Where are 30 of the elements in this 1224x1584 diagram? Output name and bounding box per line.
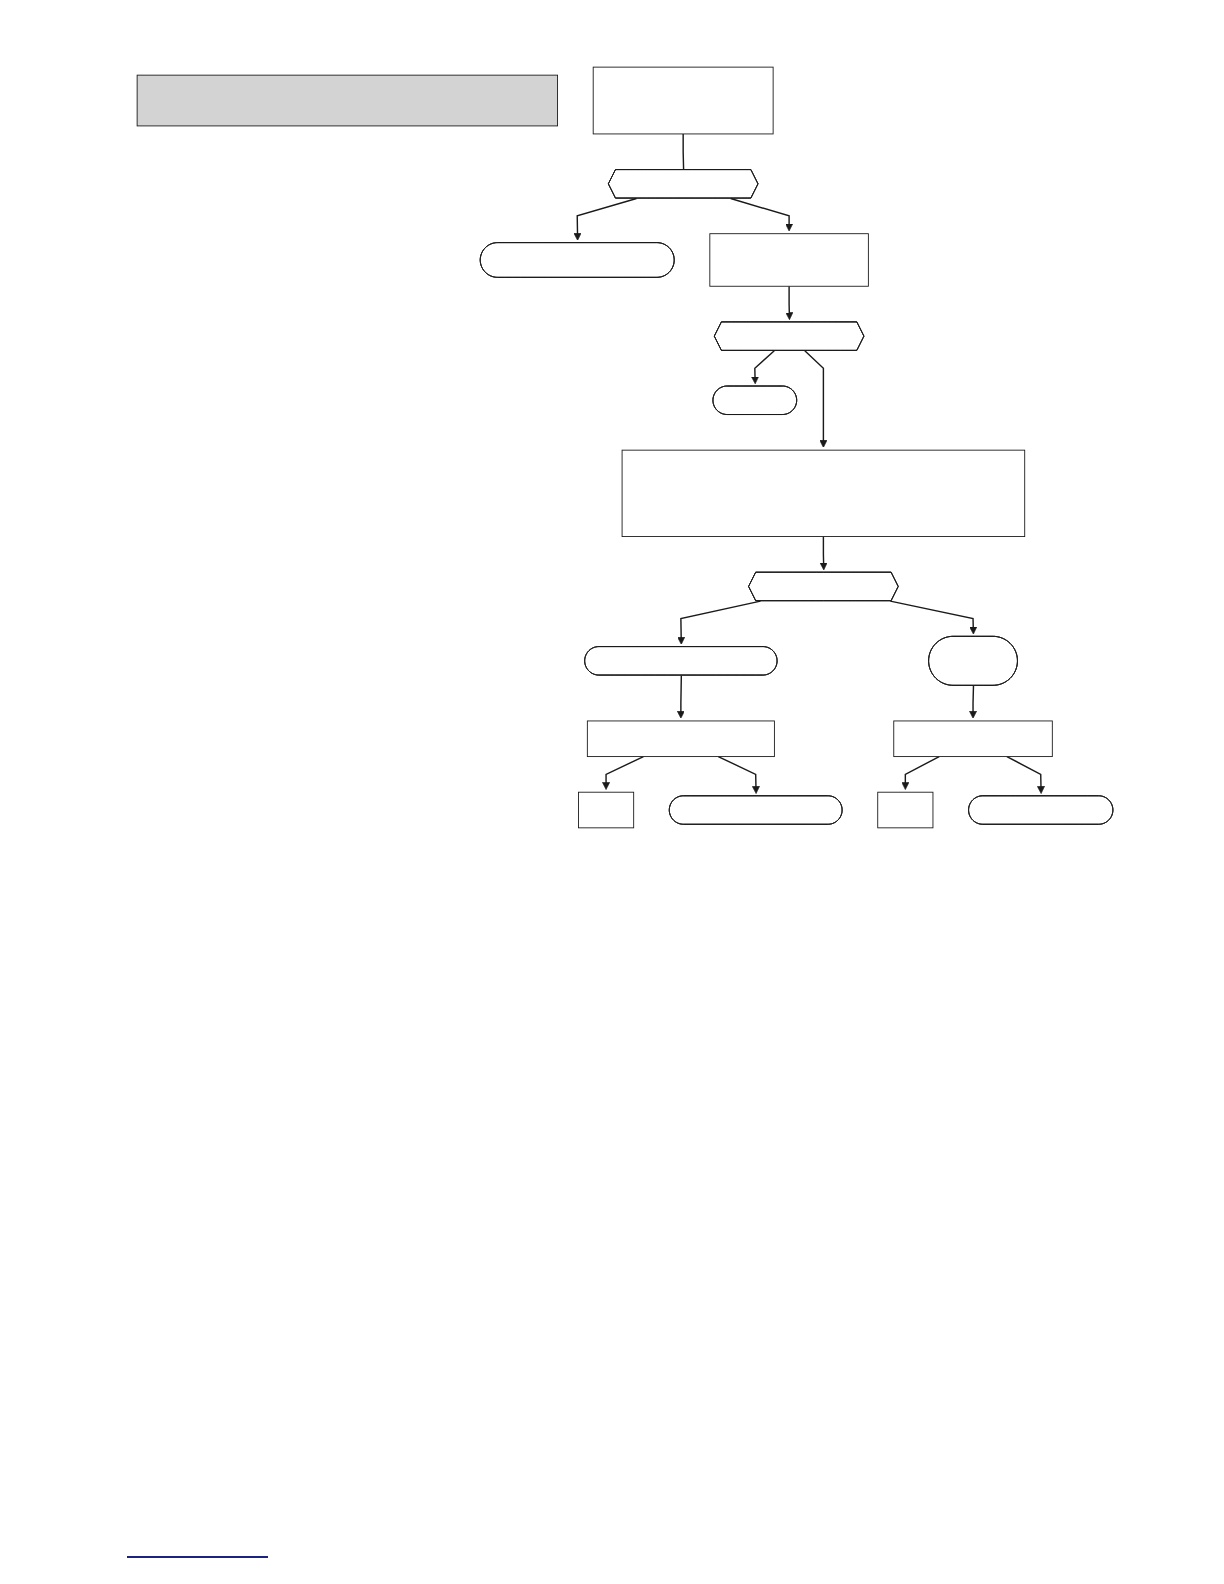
process-box xyxy=(877,791,934,829)
process-box xyxy=(893,720,1053,758)
arrow xyxy=(751,350,776,385)
arrow xyxy=(819,535,828,571)
arrow xyxy=(969,685,977,719)
process-box xyxy=(709,233,869,287)
terminal-pill xyxy=(584,646,778,676)
terminal-pill xyxy=(712,385,798,415)
arrow xyxy=(602,755,645,790)
header-bar xyxy=(136,74,558,127)
arrow xyxy=(717,755,760,794)
arrow xyxy=(676,674,685,719)
arrow xyxy=(901,755,940,790)
decision-hexagon xyxy=(607,169,759,199)
decision-hexagon xyxy=(748,571,899,602)
process-box xyxy=(586,720,775,758)
arrow xyxy=(804,350,828,448)
decision-hexagon xyxy=(713,321,865,351)
arrow xyxy=(889,600,978,635)
arrow xyxy=(1006,755,1045,794)
process-box xyxy=(621,449,1026,537)
terminal-pill xyxy=(968,795,1114,825)
process-box xyxy=(578,791,635,829)
terminal-pill xyxy=(479,242,675,278)
arrow xyxy=(785,285,794,320)
process-box xyxy=(592,66,774,135)
terminal-pill xyxy=(668,795,843,825)
arrow xyxy=(677,600,762,645)
terminal-pill xyxy=(928,635,1018,686)
connector-line xyxy=(682,133,685,171)
